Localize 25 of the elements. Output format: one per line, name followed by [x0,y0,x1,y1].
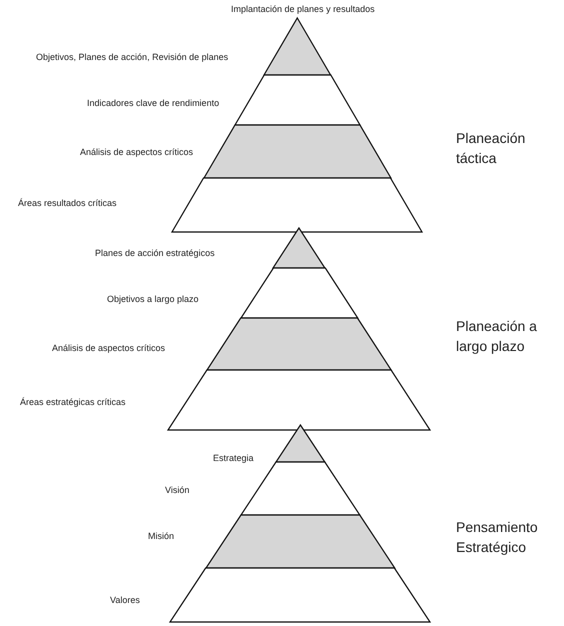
layer-label: Áreas estratégicas críticas [20,397,126,407]
layer-label: Objetivos a largo plazo [107,294,199,304]
layer-label: Visión [165,485,190,495]
pyramid-band [206,317,392,371]
section-heading: Planeación táctica [456,129,526,168]
pyramid-apex [262,17,332,76]
pyramid-apex [274,424,326,463]
pyramid-band [167,369,431,431]
layer-label: Valores [110,595,140,605]
layer-label: Planes de acción estratégicos [95,248,215,258]
pyramid-band [240,267,358,319]
layer-label: Áreas resultados críticas [18,198,117,208]
pyramid-band [202,124,392,179]
section-heading: Planeación a largo plazo [456,317,538,356]
pyramid-band [169,567,431,623]
pyramid-band [204,514,396,569]
pyramid-apex [272,227,326,269]
layer-label: Misión [148,531,174,541]
layer-label: Indicadores clave de rendimiento [87,98,220,108]
pyramid-band [234,74,360,126]
layer-label: Estrategia [213,453,254,463]
layer-label: Análisis de aspectos críticos [80,147,194,157]
section-heading: Pensamiento Estratégico [456,518,539,557]
pyramid-band [171,177,423,233]
pyramid-band [240,461,360,516]
